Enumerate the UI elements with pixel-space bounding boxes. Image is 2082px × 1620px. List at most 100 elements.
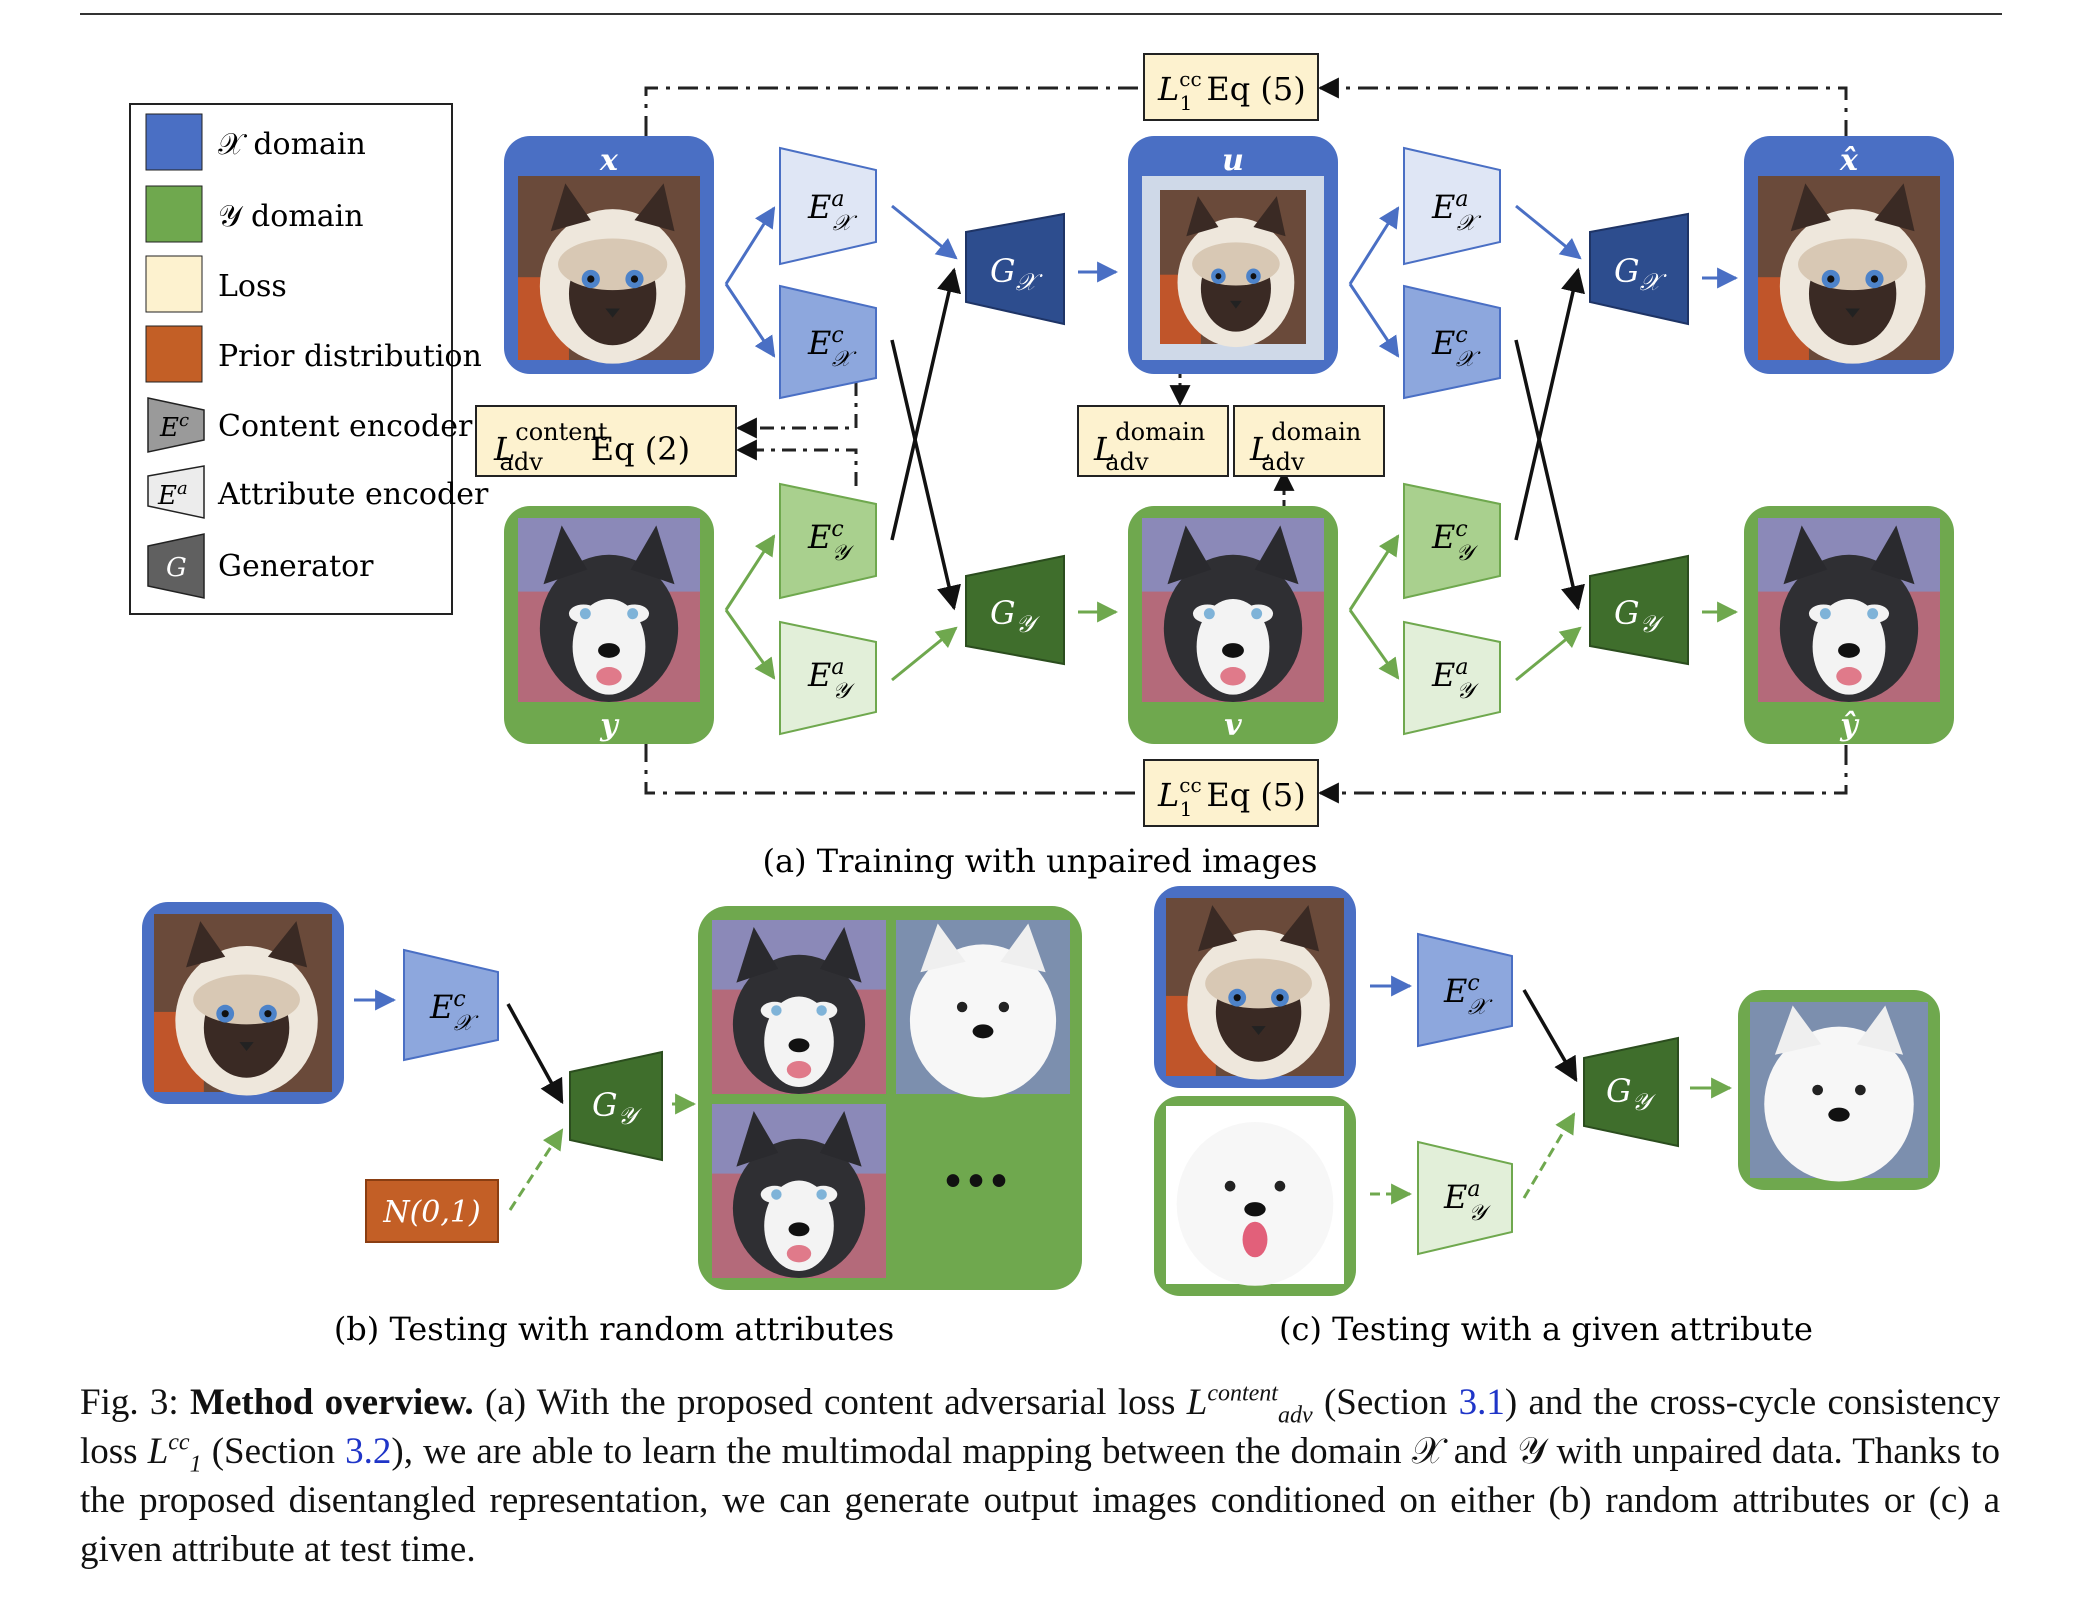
arrow-ec-x-to-gy	[890, 339, 961, 611]
legend-content-encoder-glyph: Ec	[159, 410, 189, 443]
generator-g-y-2: G𝒴	[1589, 554, 1689, 666]
arrow-ea-x2-to-gx2	[1515, 204, 1582, 260]
legend-label-generator: Generator	[218, 549, 374, 584]
caption-part4: (Section	[211, 1431, 336, 1472]
panel-c-output-image	[1738, 990, 1940, 1190]
arrow-u-to-ec	[1348, 283, 1400, 358]
legend-label-content-encoder: Content encoder	[218, 409, 473, 444]
generator-g-x-1: G𝒳	[965, 212, 1065, 326]
legend-attribute-encoder-icon	[147, 465, 205, 519]
legend-generator-glyph: G	[166, 553, 187, 583]
panel-b-output-2	[896, 920, 1070, 1098]
svg-text:Ec𝒳: Ec𝒳	[429, 987, 479, 1036]
caption-label: Fig. 3:	[80, 1382, 179, 1423]
image-v-label: v	[1224, 708, 1242, 743]
figure-caption: Fig. 3: Method overview. (a) With the pr…	[80, 1378, 2000, 1574]
arrow-ea-y2-to-gy2	[1515, 626, 1582, 682]
panel-b-caption: (b) Testing with random attributes	[334, 1310, 894, 1348]
panel-b-ellipsis: •••	[941, 1161, 1010, 1203]
content-adv-line-2	[735, 439, 858, 486]
panel-a-caption: (a) Training with unpaired images	[763, 842, 1318, 880]
caption-part6: and	[1453, 1431, 1508, 1472]
image-x: x	[504, 136, 714, 374]
image-y: y	[504, 506, 714, 744]
image-y-hat: ŷ	[1744, 506, 1954, 744]
legend-label-prior: Prior distribution	[218, 339, 482, 374]
caption-part5: ), we are able to learn the multimodal m…	[391, 1431, 1402, 1472]
arrow-u-to-ea	[1348, 206, 1400, 285]
arrow-ec-y2-to-gx2	[1514, 267, 1586, 541]
caption-part7: with unpaired data. Thanks to the propos…	[80, 1431, 2001, 1570]
caption-title: Method overview.	[190, 1382, 474, 1423]
caption-loss-content: Lcontentadv	[1186, 1380, 1313, 1429]
generator-g-y-1: G𝒴	[965, 554, 1065, 666]
legend-swatch-loss	[145, 255, 203, 313]
image-y-hat-label: ŷ	[1839, 708, 1860, 743]
legend-attribute-encoder-glyph: Ea	[157, 478, 188, 511]
arrow-y-to-ec	[724, 534, 776, 611]
image-y-label: y	[599, 708, 620, 743]
image-x-hat: x̂	[1744, 136, 1954, 374]
panel-b-arrow-prior-to-gy	[508, 1128, 564, 1211]
panel-b-prior-label: N(0,1)	[382, 1195, 480, 1230]
arrow-ea-x-to-gx	[891, 204, 958, 260]
arrow-x-to-ea	[724, 206, 776, 285]
caption-part3: ) and the cross-cycle consistency loss	[80, 1382, 2001, 1472]
caption-ref-3-2[interactable]: 3.2	[345, 1431, 392, 1472]
arrow-y-to-ea	[724, 609, 776, 680]
caption-part2: (Section	[1323, 1382, 1448, 1423]
panel-c-generator-gy: G𝒴	[1583, 1036, 1679, 1148]
arrow-ea-y-to-gy	[891, 626, 958, 682]
caption-domain-x: 𝒳	[1411, 1431, 1444, 1472]
legend-label-y-domain: 𝒴 domain	[218, 199, 364, 234]
arrow-v-to-ec	[1348, 534, 1400, 611]
caption-loss-cc: Lcc1	[147, 1429, 202, 1478]
caption-ref-3-1[interactable]: 3.1	[1458, 1382, 1505, 1423]
arrow-ec-x2-to-gy2	[1514, 339, 1585, 611]
arrow-v-to-ea	[1348, 609, 1400, 680]
panel-c-attribute-image	[1154, 1096, 1356, 1296]
panel-b-generator-gy: G𝒴	[569, 1050, 663, 1162]
legend-swatch-x-domain	[145, 113, 203, 171]
arrow-x-to-ec	[724, 283, 776, 358]
image-x-label: x	[599, 143, 619, 178]
legend-content-encoder-icon	[147, 397, 205, 453]
generator-g-x-2: G𝒳	[1589, 212, 1689, 326]
legend-swatch-prior	[145, 325, 203, 383]
panel-b-prior: N(0,1)	[365, 1179, 499, 1243]
panel-b-input-image	[142, 902, 344, 1104]
panel-c-content-image	[1154, 886, 1356, 1088]
cc-loop-bottom-line	[644, 742, 1145, 795]
panel-b-output-3	[712, 1104, 886, 1278]
legend-label-x-domain: 𝒳 domain	[218, 127, 366, 162]
panel-b-output-1	[712, 920, 886, 1094]
panel-b-output-grid: •••	[698, 906, 1082, 1290]
image-u: u	[1128, 136, 1338, 374]
panel-b-arrow-ec-to-gy	[506, 1003, 564, 1105]
legend-label-loss: Loss	[218, 269, 287, 304]
content-adv-line-1	[735, 382, 858, 439]
legend-label-attribute-encoder: Attribute encoder	[217, 477, 489, 512]
image-v: v	[1128, 506, 1338, 744]
panel-c-arrow-ec-to-gy	[1522, 989, 1578, 1083]
